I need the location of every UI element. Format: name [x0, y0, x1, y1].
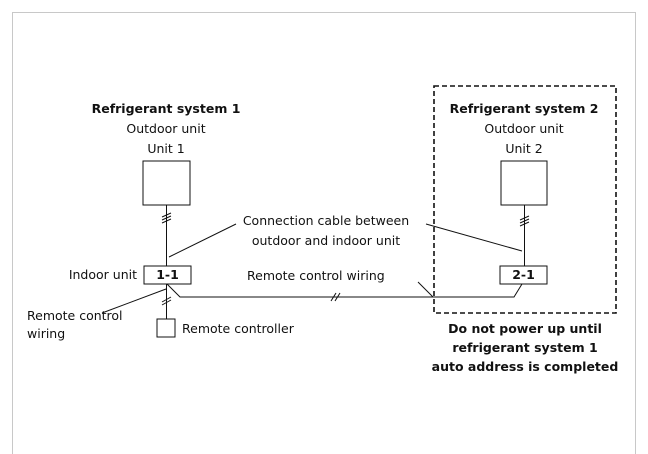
system2-unit-label: Unit 2 [505, 141, 543, 156]
remote-wiring-leader [417, 281, 434, 298]
indoor-unit-label: Indoor unit [68, 267, 137, 282]
connection-cable-leader-1 [168, 223, 237, 258]
connection-cable-leader-2 [425, 223, 523, 252]
system2-dashed-boundary [433, 85, 617, 314]
connection-cable-label-line1: Connection cable between [242, 213, 410, 228]
indoor-unit-2-1-id: 2-1 [512, 267, 535, 282]
remote-controller-slash-marks [161, 296, 172, 306]
system2-outdoor-label: Outdoor unit [484, 121, 564, 136]
remote-wiring-slash-marks [330, 292, 341, 302]
connection-cable-label-line2: outdoor and indoor unit [251, 233, 401, 248]
warning-line3: auto address is completed [431, 359, 619, 374]
remote-control-wiring-left-line2: wiring [27, 326, 66, 341]
outdoor-unit-1-box [142, 160, 191, 206]
remote-controller-box [156, 318, 176, 338]
remote-control-wiring-left-line1: Remote control [27, 308, 123, 323]
system1-outdoor-label: Outdoor unit [126, 121, 206, 136]
indoor-unit-2-1-box [499, 265, 548, 285]
remote-controller-label: Remote controller [182, 321, 294, 336]
page-border [12, 12, 636, 454]
system2-title: Refrigerant system 2 [449, 101, 599, 116]
system1-title: Refrigerant system 1 [91, 101, 241, 116]
cable-1-slash-marks [161, 212, 172, 224]
system1-unit-label: Unit 1 [147, 141, 185, 156]
warning-line1: Do not power up until [448, 321, 602, 336]
remote-control-wiring-label: Remote control wiring [247, 268, 385, 283]
outdoor-unit-2-box [500, 160, 548, 206]
indoor-unit-1-1-id: 1-1 [156, 267, 179, 282]
remote-wiring-left-leader [101, 288, 167, 314]
remote-control-wiring-line [166, 283, 523, 298]
warning-line2: refrigerant system 1 [452, 340, 598, 355]
cable-2-slash-marks [519, 215, 530, 227]
